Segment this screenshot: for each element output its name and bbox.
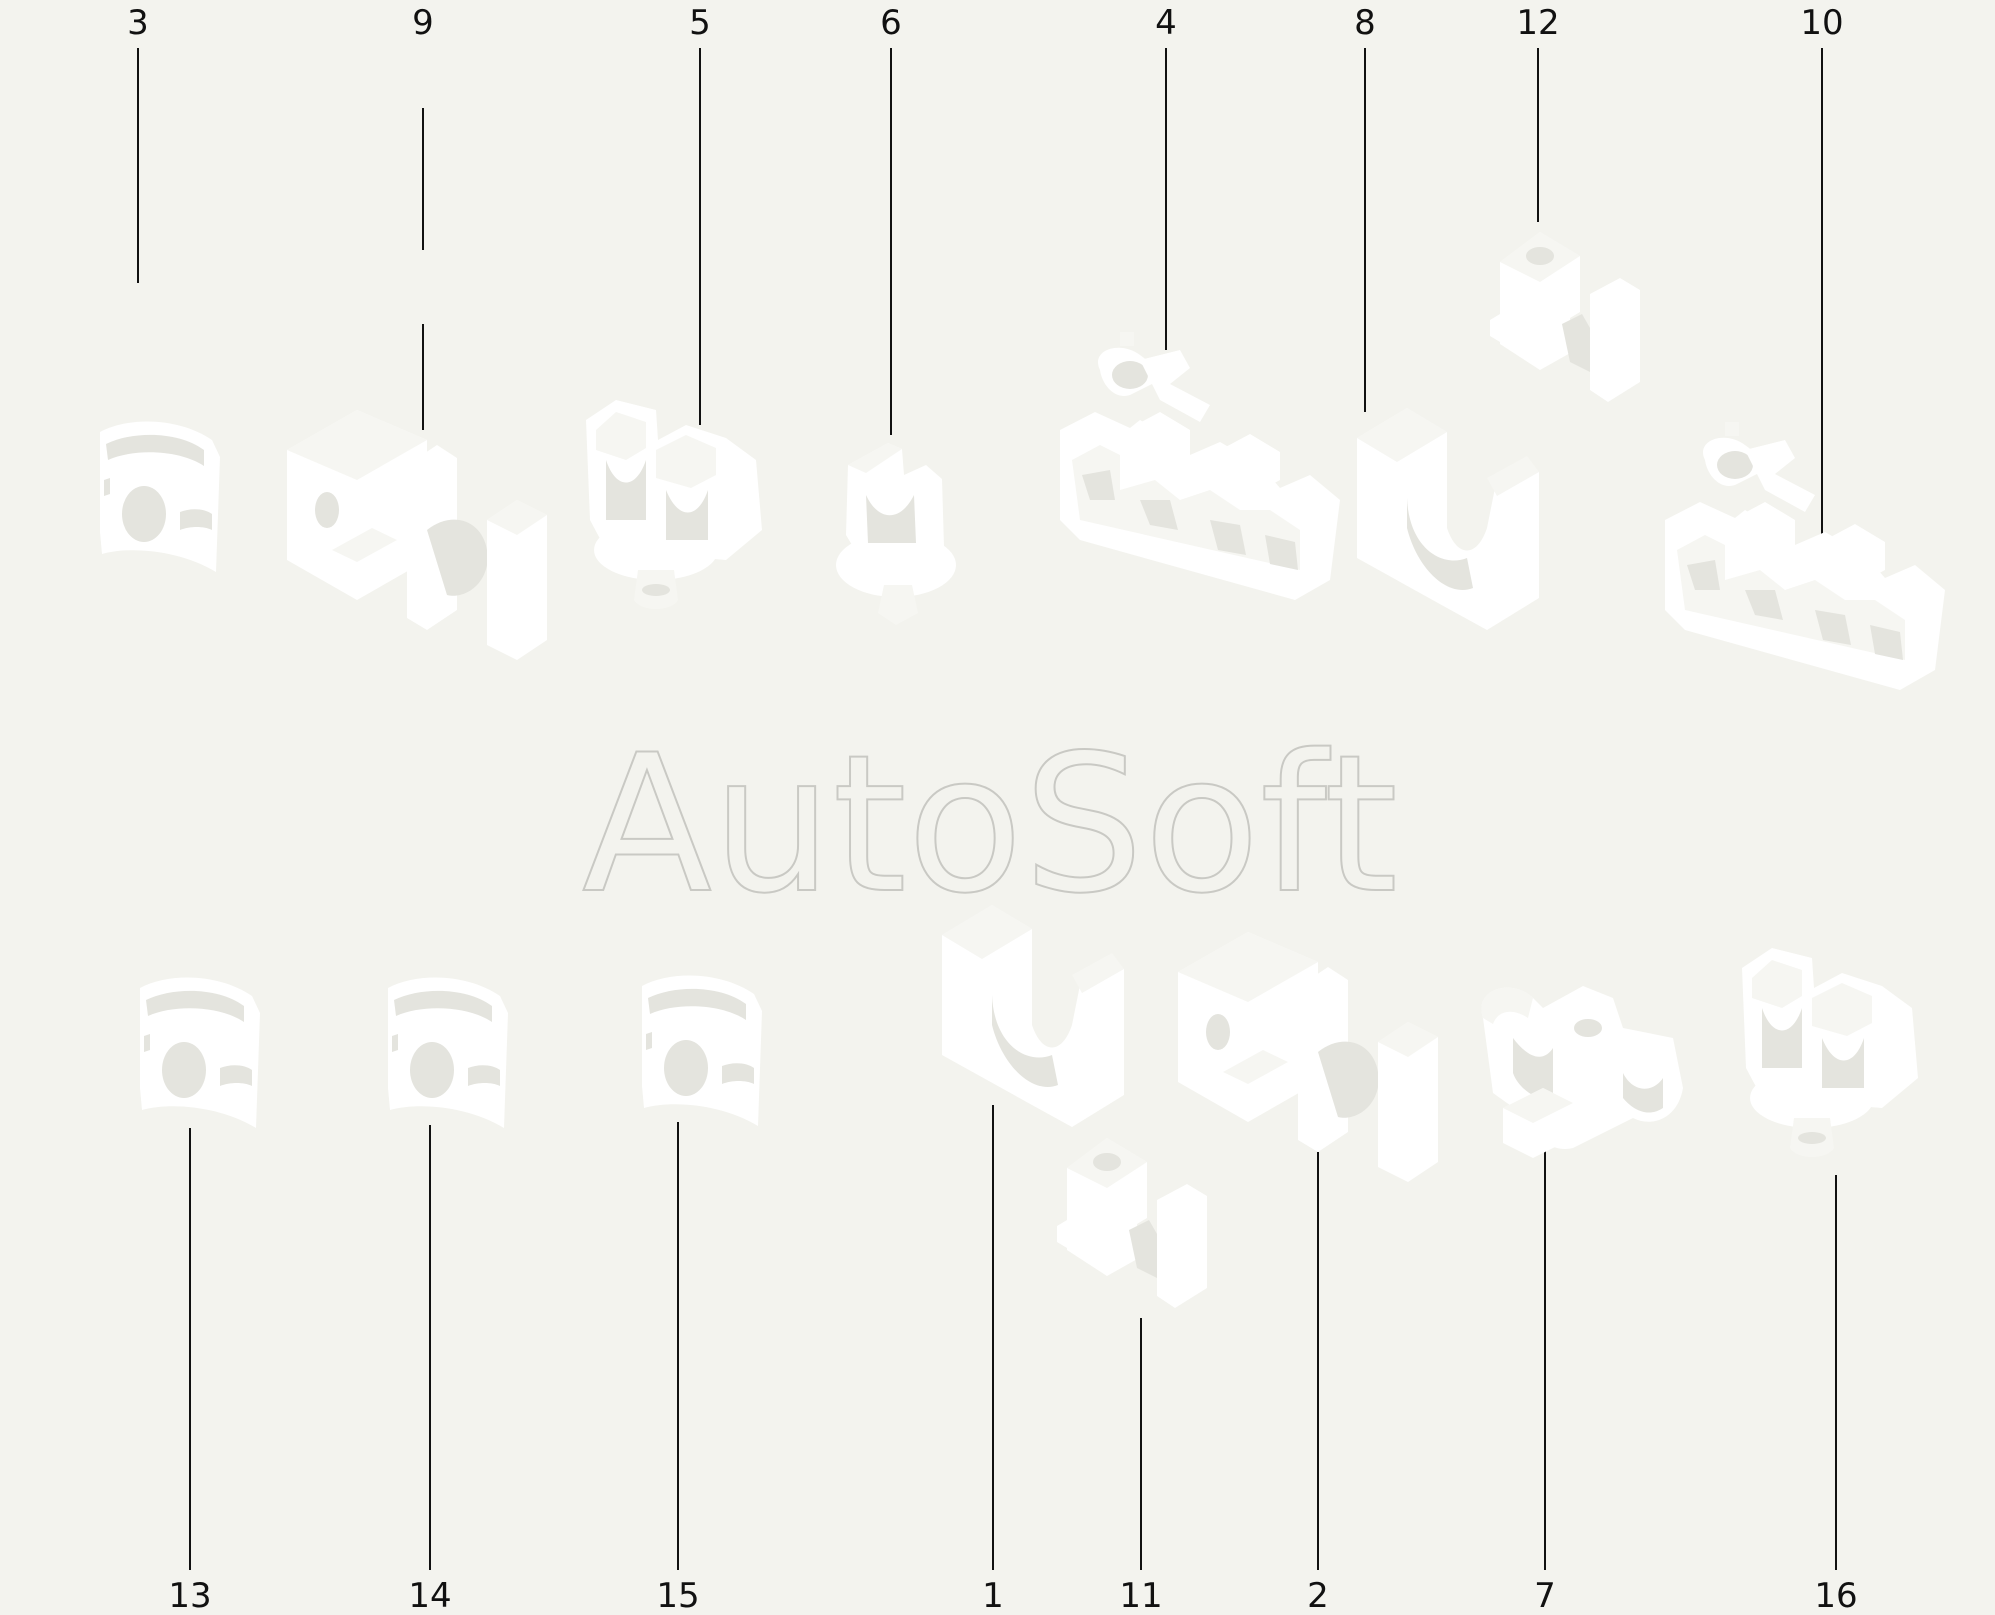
part-3[interactable]: 3 [100,3,220,572]
spring-clip-icon [100,421,220,572]
callout-6: 6 [880,3,902,43]
small-block-clip-icon [1057,1138,1207,1308]
callout-2: 2 [1307,1576,1329,1615]
callout-16: 16 [1814,1576,1857,1615]
watermark-text: AutoSoft [582,714,1398,935]
part-10[interactable]: 10 [1665,3,1945,690]
single-pipe-clip-icon [836,443,956,625]
multi-pipe-holder-icon [1665,422,1945,690]
multi-pipe-holder-icon [1060,332,1340,600]
part-15[interactable]: 15 [642,975,762,1615]
spring-clip-icon [388,977,508,1128]
part-13[interactable]: 13 [140,977,260,1615]
part-8[interactable]: 8 [1354,3,1539,630]
v-notch-block-icon [1357,408,1539,630]
part-12[interactable]: 12 [1490,3,1640,402]
open-pipe-clip-icon [1481,986,1683,1158]
block-holder-icon [287,410,547,660]
callout-10: 10 [1800,3,1843,43]
part-4[interactable]: 4 [1060,3,1340,600]
part-2[interactable]: 2 [1178,932,1438,1615]
part-9[interactable]: 9 [287,3,547,660]
callout-13: 13 [168,1576,211,1615]
double-pipe-clip-icon [586,400,762,609]
v-notch-block-icon [942,905,1124,1127]
callout-7: 7 [1534,1576,1556,1615]
callout-15: 15 [656,1576,699,1615]
part-14[interactable]: 14 [388,977,508,1615]
part-7[interactable]: 7 [1481,986,1683,1615]
callout-4: 4 [1155,3,1177,43]
part-5[interactable]: 5 [586,3,762,609]
callout-14: 14 [408,1576,451,1615]
part-16[interactable]: 16 [1742,948,1918,1615]
callout-8: 8 [1354,3,1376,43]
part-6[interactable]: 6 [836,3,956,625]
callout-12: 12 [1516,3,1559,43]
double-pipe-clip-icon [1742,948,1918,1157]
block-holder-icon [1178,932,1438,1182]
callout-5: 5 [689,3,711,43]
callout-11: 11 [1119,1576,1162,1615]
spring-clip-icon [140,977,260,1128]
spring-clip-icon [642,975,762,1126]
callout-9: 9 [412,3,434,43]
callout-1: 1 [982,1576,1004,1615]
part-11[interactable]: 11 [1057,1138,1207,1615]
small-block-clip-icon [1490,232,1640,402]
part-1[interactable]: 1 [942,905,1124,1615]
callout-3: 3 [127,3,149,43]
